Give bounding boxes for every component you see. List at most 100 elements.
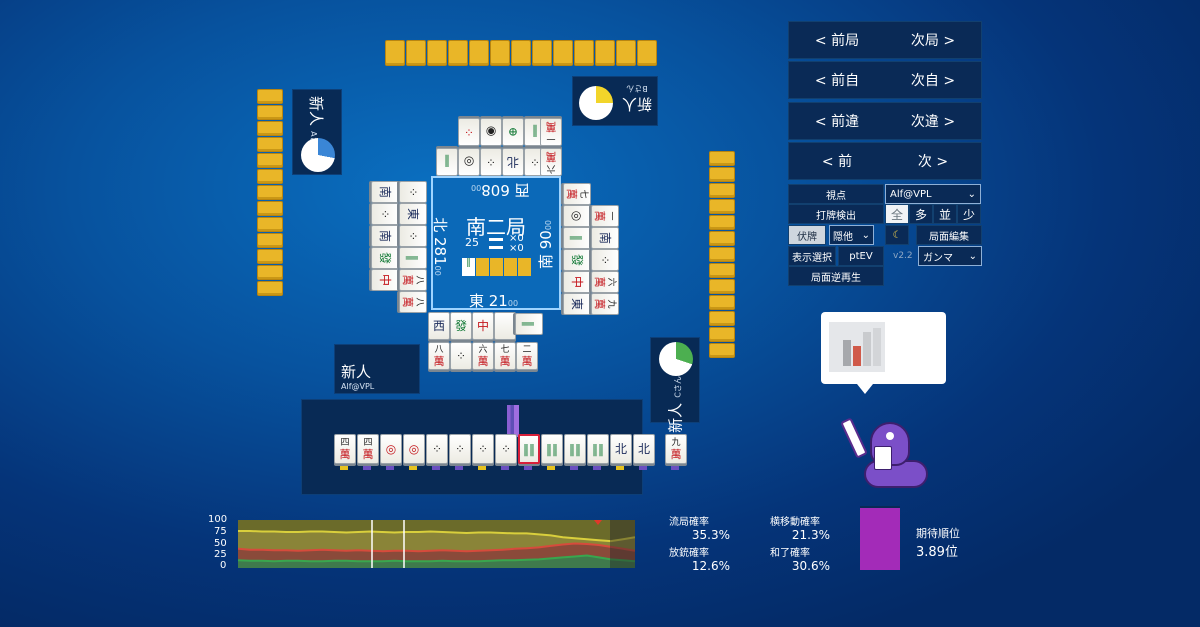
next-round-button[interactable]: 次局 >	[910, 33, 956, 49]
facedown-tile	[637, 40, 657, 66]
agari-value: 30.6%	[791, 559, 830, 573]
fusehai-button[interactable]: 伏牌	[788, 225, 826, 245]
player-self-name: 新人	[341, 363, 372, 381]
player-top-box: 新人 Bさん	[572, 76, 658, 126]
discard-tile: ◎	[563, 205, 591, 227]
chevron-down-icon: ⌄	[968, 250, 977, 262]
level-many-button[interactable]: 多	[909, 204, 933, 224]
hand-row: 四萬四萬◎◎⁘⁘⁘⁘‖‖‖‖‖‖‖‖北北九萬	[334, 434, 687, 474]
houju-label: 放銃確率	[669, 548, 709, 559]
series-line-1	[238, 542, 635, 553]
ptev-button[interactable]: ptEV	[838, 246, 884, 266]
tile-indicator	[593, 466, 601, 470]
next-diff-button[interactable]: 次違 >	[910, 114, 956, 130]
moon-icon[interactable]: ☾	[885, 225, 909, 245]
prev-diff-button[interactable]: < 前違	[814, 114, 860, 130]
player-right-sub: Cさん	[673, 376, 683, 398]
stick-icon	[489, 246, 503, 249]
discard-tile: 南	[371, 181, 399, 203]
hand-tile[interactable]: ⁘	[472, 434, 494, 464]
tick-label: 50	[214, 538, 227, 549]
tile-indicator	[409, 466, 417, 470]
expected-rank-fill	[860, 507, 900, 570]
facedown-tile	[595, 40, 615, 66]
facedown-tile	[709, 279, 735, 294]
prev-self-button[interactable]: < 前自	[814, 73, 860, 89]
facedown-tile	[257, 89, 283, 104]
next-self-button[interactable]: 次自 >	[910, 73, 956, 89]
facedown-tile	[406, 40, 426, 66]
facedown-tile	[709, 263, 735, 278]
discard-tile: ⊕	[502, 118, 524, 146]
player-right-name: 新人	[666, 402, 685, 433]
hand-tile[interactable]: ⁘	[495, 434, 517, 464]
hand-tile[interactable]: ◎	[403, 434, 425, 464]
hand-tile[interactable]: ◎	[380, 434, 402, 464]
discards-left: 南 ⁘ ⁘ 東 南 ⁘ 發 ‖ 中 八萬 八萬	[371, 178, 430, 313]
gamma-select[interactable]: ガンマ⌄	[918, 246, 982, 266]
hand-tile[interactable]: 四萬	[357, 434, 379, 464]
replay-reverse-button[interactable]: 局面逆再生	[788, 266, 884, 286]
agari-label: 和了確率	[770, 548, 810, 559]
hand-tile[interactable]: ⁘	[449, 434, 471, 464]
wall-top	[385, 40, 657, 66]
facedown-tile	[709, 231, 735, 246]
tick-label: 0	[220, 560, 227, 571]
hand-tile[interactable]: ‖‖	[518, 434, 540, 464]
edit-button[interactable]: 局面編集	[916, 225, 982, 245]
facedown-tile	[709, 199, 735, 214]
next-step-button[interactable]: 次 >	[917, 154, 949, 170]
center-board: 西 60800 南二局 25 ×0 ×0 ‖ 東 2100 北 28100 南 …	[431, 176, 561, 310]
discards-self: 西 發 中 ‖ 八萬 ⁘ 六萬 七萬 二萬	[428, 310, 558, 370]
discard-tile: 發	[450, 312, 472, 340]
tile-indicator	[363, 466, 371, 470]
level-all-button[interactable]: 全	[885, 204, 909, 224]
hand-tile[interactable]: 北	[633, 434, 655, 464]
chevron-down-icon: ⌄	[861, 229, 870, 241]
facedown-tile	[469, 40, 489, 66]
discard-tile: 東	[399, 203, 427, 225]
stick-count-b: ×0	[509, 243, 524, 254]
player-left-box: 新人 Aさん	[292, 89, 342, 175]
hand-tile[interactable]: ‖‖	[587, 434, 609, 464]
discards-top: ⁘ ◉ ⊕ ‖ 一萬 ‖ ◎ ⁘ 北 ⁘ 六萬	[436, 118, 562, 176]
expected-rank-value: 3.89位	[916, 545, 958, 560]
discard-tile: ‖	[399, 247, 427, 269]
tick-label: 75	[214, 526, 227, 537]
discard-tile: ⁘	[450, 342, 472, 370]
hand-tile[interactable]: 北	[610, 434, 632, 464]
facedown-tile	[709, 295, 735, 310]
hide-other-select[interactable]: 隠他⌄	[829, 225, 874, 245]
drawn-tile[interactable]: 九萬	[665, 434, 687, 464]
level-normal-button[interactable]: 並	[933, 204, 957, 224]
tile-indicator	[432, 466, 440, 470]
viewpoint-select[interactable]: Alf@VPL⌄	[885, 184, 981, 204]
tile-indicator	[524, 466, 532, 470]
discard-tile: 一萬	[540, 118, 562, 146]
speech-bubble	[821, 312, 946, 394]
nav-diff: < 前違 次違 >	[788, 102, 982, 140]
tile-indicator	[639, 466, 647, 470]
facedown-tile	[427, 40, 447, 66]
viewpoint-label: 視点	[788, 184, 884, 204]
hand-tile[interactable]: 四萬	[334, 434, 356, 464]
hand-tile[interactable]: ‖‖	[541, 434, 563, 464]
prev-round-button[interactable]: < 前局	[814, 33, 860, 49]
nav-self: < 前自 次自 >	[788, 61, 982, 99]
probability-chart[interactable]	[238, 520, 635, 568]
display-select-button[interactable]: 表示選択	[788, 246, 836, 266]
discard-tile: 六萬	[472, 342, 494, 370]
level-few-button[interactable]: 少	[957, 204, 981, 224]
player-left-pie	[301, 138, 335, 172]
player-self-sub: Alf@VPL	[341, 382, 375, 391]
facedown-tile	[257, 137, 283, 152]
discard-tile: 中	[563, 271, 591, 293]
facedown-tile	[490, 40, 510, 66]
facedown-tile	[511, 40, 531, 66]
hand-tile[interactable]: ⁘	[426, 434, 448, 464]
hand-tile[interactable]: ‖‖	[564, 434, 586, 464]
discard-tile	[494, 312, 516, 340]
prev-step-button[interactable]: < 前	[821, 154, 853, 170]
facedown-tile	[709, 247, 735, 262]
discard-tile: ⁘	[399, 225, 427, 247]
